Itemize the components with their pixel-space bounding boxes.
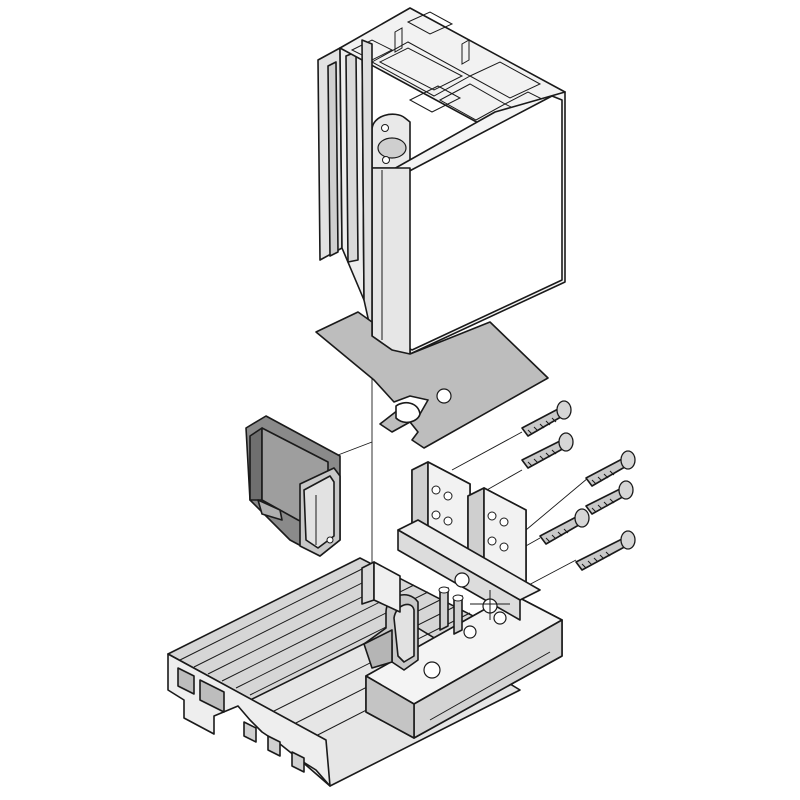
screw [585,480,634,515]
vertical-frame-profile [317,7,566,356]
corner-connector-block [361,519,563,739]
screw [521,400,572,437]
gasket-plate [315,311,549,449]
screw [575,530,636,571]
screw [521,432,574,469]
end-cap [245,415,341,557]
screw [585,450,636,487]
screw [539,508,590,545]
